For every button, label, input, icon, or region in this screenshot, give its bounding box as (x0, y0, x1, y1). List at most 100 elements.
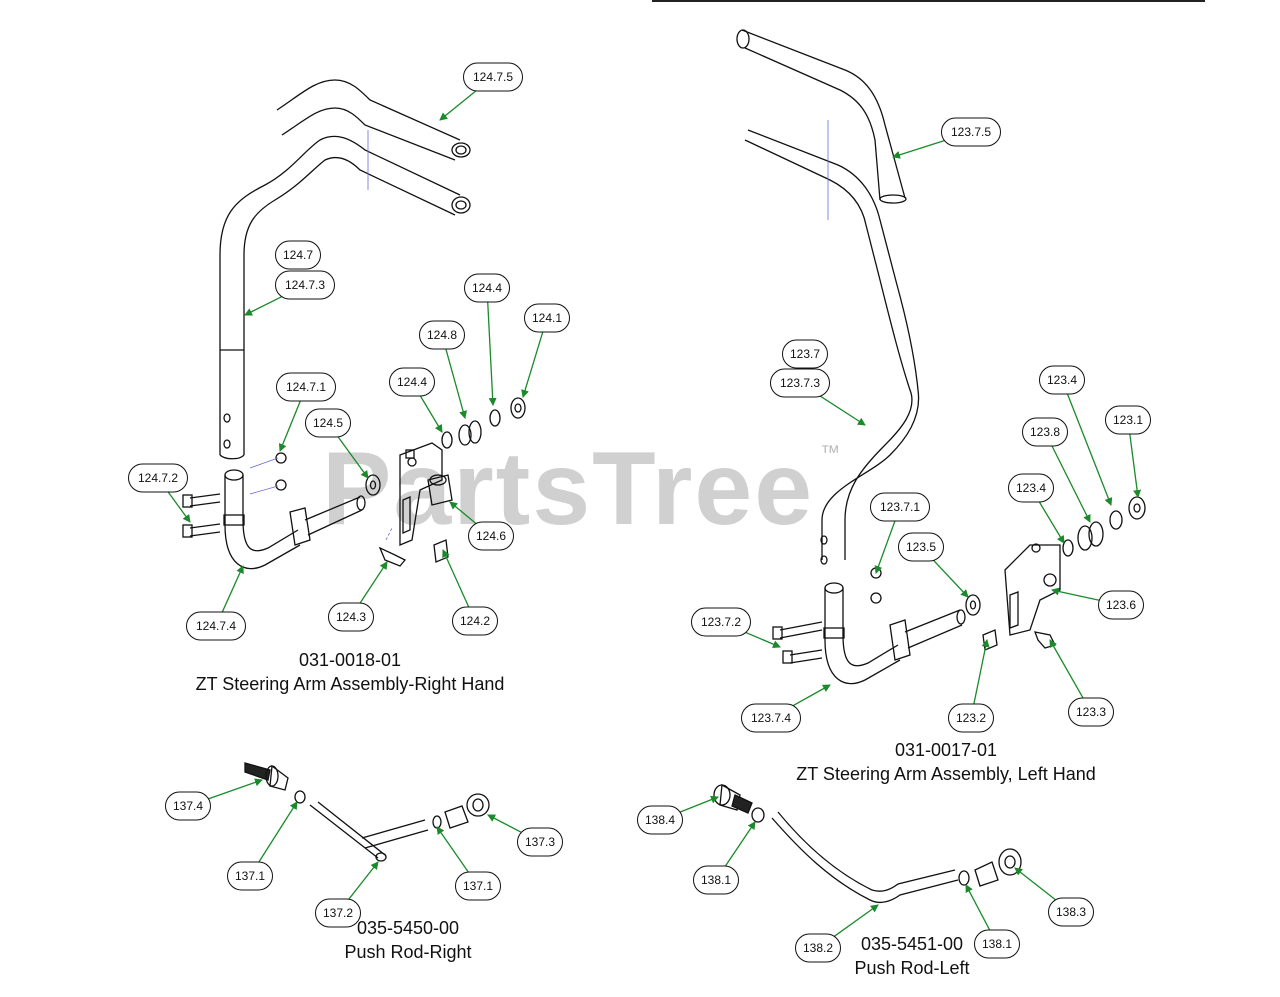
callout-bubbles: 124.7.5 124.7 124.7.3 124.4 124.1 124.8 124.4 1… (128, 62, 1151, 963)
callout-label: 138.3 (1056, 905, 1086, 919)
callout-leader-137-2 (347, 861, 379, 901)
right-hand-assembly-number: 031-0018-01 (298, 650, 402, 670)
callout-138-1[interactable]: 138.1 (693, 865, 739, 895)
callout-label: 137.4 (173, 799, 203, 813)
callout-label: 124.7.4 (196, 619, 236, 633)
callout-124-1[interactable]: 124.1 (524, 303, 570, 333)
callout-124-6[interactable]: 124.6 (468, 521, 514, 551)
push-rod-right-number: 035-5450-00 (356, 918, 460, 938)
callout-138-4[interactable]: 138.4 (637, 805, 683, 835)
callout-124-2[interactable]: 124.2 (452, 606, 498, 636)
callout-label: 124.4 (397, 375, 427, 389)
callout-leader-137-4 (207, 778, 263, 800)
callout-138-2[interactable]: 138.2 (795, 933, 841, 963)
callout-leader-123-1 (1129, 433, 1142, 498)
push-rod-right-title: Push Rod-Right (344, 942, 472, 962)
callout-137-1[interactable]: 137.1 (227, 861, 273, 891)
callout-leader-138-1 (965, 884, 991, 931)
callout-leader-124-6 (449, 501, 478, 526)
push-rod-left-number: 035-5451-00 (860, 934, 964, 954)
callout-123-8[interactable]: 123.8 (1022, 417, 1068, 447)
callout-leader-123-4 (1066, 393, 1113, 506)
callout-leader-124-8 (445, 348, 467, 419)
callout-137-4[interactable]: 137.4 (165, 791, 211, 821)
push-rod-left-title: Push Rod-Left (854, 958, 970, 978)
callout-123-2[interactable]: 123.2 (948, 703, 994, 733)
callout-label: 137.3 (525, 835, 555, 849)
callout-label: 138.2 (803, 941, 833, 955)
callout-leader-124-1 (521, 331, 544, 398)
callout-123-6[interactable]: 123.6 (1098, 590, 1144, 620)
callout-label: 123.4 (1016, 481, 1046, 495)
callout-label: 124.7.1 (286, 380, 326, 394)
callout-label: 124.1 (532, 311, 562, 325)
callout-123-7[interactable]: 123.7 (782, 339, 828, 369)
callout-label: 123.7 (790, 347, 820, 361)
callout-123-5[interactable]: 123.5 (898, 532, 944, 562)
callout-124-7[interactable]: 124.7 (275, 240, 321, 270)
callout-leader-123-7-4 (789, 684, 831, 708)
callout-label: 124.7 (283, 248, 313, 262)
callout-124-4[interactable]: 124.4 (464, 273, 510, 303)
right-hand-steering-arm (182, 79, 526, 570)
callout-leader-124-7-4 (221, 565, 244, 613)
push-rod-right (244, 762, 490, 862)
callout-123-3[interactable]: 123.3 (1068, 697, 1114, 727)
callout-leader-123-7-1 (874, 520, 896, 574)
callout-123-7-3[interactable]: 123.7.3 (770, 368, 830, 398)
callout-123-7-1[interactable]: 123.7.1 (870, 492, 930, 522)
callout-leader-138-3 (1014, 867, 1058, 902)
callout-label: 124.7.3 (285, 278, 325, 292)
callout-123-4[interactable]: 123.4 (1008, 473, 1054, 503)
callout-138-1[interactable]: 138.1 (974, 929, 1020, 959)
callout-124-7-1[interactable]: 124.7.1 (276, 372, 336, 402)
callout-124-7-4[interactable]: 124.7.4 (186, 611, 246, 641)
callout-138-3[interactable]: 138.3 (1048, 897, 1094, 927)
callout-leader-124-2 (442, 549, 470, 608)
callout-leader-137-1 (257, 801, 298, 864)
callout-124-4[interactable]: 124.4 (389, 367, 435, 397)
callout-leader-123-7-5 (892, 139, 947, 159)
callout-label: 123.7.2 (701, 615, 741, 629)
callout-123-7-5[interactable]: 123.7.5 (941, 117, 1001, 147)
callout-123-7-4[interactable]: 123.7.4 (741, 703, 801, 733)
callout-label: 123.4 (1047, 373, 1077, 387)
callout-137-2[interactable]: 137.2 (315, 898, 361, 928)
callout-124-5[interactable]: 124.5 (305, 408, 351, 438)
leader-lines (167, 88, 1142, 938)
callout-label: 123.2 (956, 711, 986, 725)
callout-leader-124-7-3 (244, 294, 285, 316)
callout-label: 123.8 (1030, 425, 1060, 439)
callout-137-3[interactable]: 137.3 (517, 827, 563, 857)
callout-124-7-3[interactable]: 124.7.3 (275, 270, 335, 300)
callout-label: 123.1 (1113, 413, 1143, 427)
callout-leader-124-7-2 (167, 490, 191, 523)
callout-label: 138.4 (645, 813, 675, 827)
callout-123-4[interactable]: 123.4 (1039, 365, 1085, 395)
callout-label: 124.6 (476, 529, 506, 543)
callout-label: 124.8 (427, 328, 457, 342)
callout-124-7-5[interactable]: 124.7.5 (463, 62, 523, 92)
callout-label: 123.7.5 (951, 125, 991, 139)
callout-label: 123.5 (906, 540, 936, 554)
callout-label: 124.7.5 (473, 70, 513, 84)
callout-124-3[interactable]: 124.3 (328, 602, 374, 632)
callout-label: 123.7.4 (751, 711, 791, 725)
callout-123-1[interactable]: 123.1 (1105, 405, 1151, 435)
callout-label: 123.7.1 (880, 500, 920, 514)
callout-leader-138-1 (724, 821, 756, 868)
callout-124-8[interactable]: 124.8 (419, 320, 465, 350)
callout-label: 138.1 (701, 873, 731, 887)
callout-124-7-2[interactable]: 124.7.2 (128, 463, 188, 493)
callout-leader-138-2 (832, 904, 879, 938)
right-hand-assembly-title: ZT Steering Arm Assembly-Right Hand (195, 674, 505, 694)
callout-leader-124-7-1 (278, 400, 302, 452)
callout-leader-124-4 (419, 394, 443, 433)
callout-label: 124.7.2 (138, 471, 178, 485)
callout-137-1[interactable]: 137.1 (455, 871, 501, 901)
callout-123-7-2[interactable]: 123.7.2 (691, 607, 751, 637)
callout-leader-124-3 (358, 561, 388, 605)
